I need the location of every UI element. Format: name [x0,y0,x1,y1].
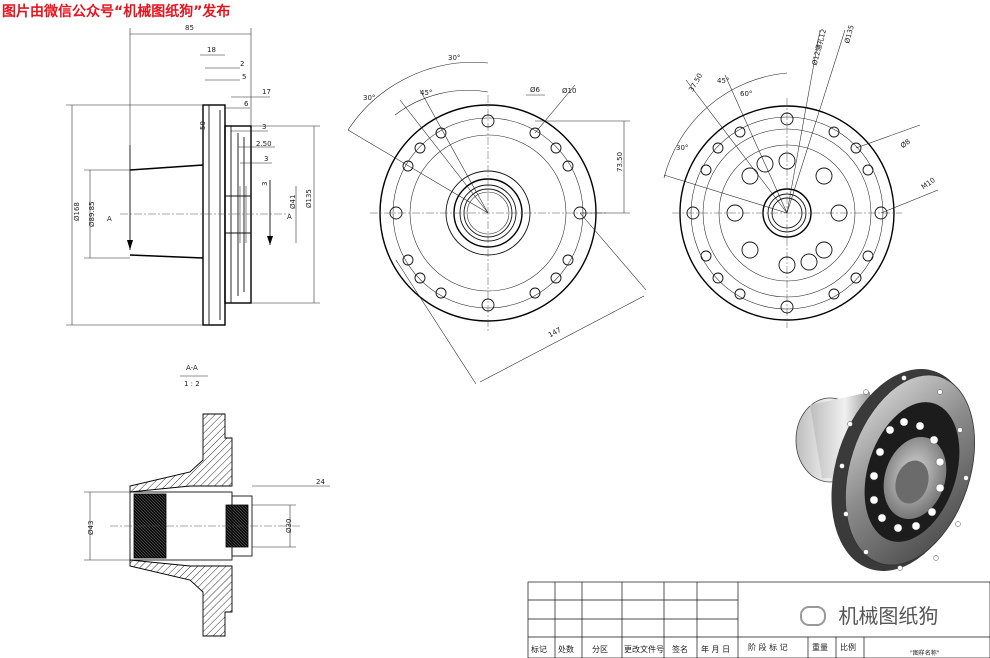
title-block: 标记 处数 分区 更改文件号 签名 年 月 日 阶 段 标 记 重量 比例 "图… [527,581,990,658]
watermark-text: 机械图纸狗 [838,604,939,628]
rear-angle-30: 30° [676,144,688,152]
front-angle-30b: 30° [363,94,375,102]
dim-phi41: Ø41 [289,195,297,209]
section-title: A-A [186,364,198,372]
part-3d-render [795,369,976,571]
rear-bolt-holes [686,112,888,314]
dim-phi89-85: Ø89.85 [88,201,96,227]
wechat-icon [800,606,826,626]
dim-3a: 3 [262,123,266,131]
dim-6: 6 [244,100,249,108]
dim-85: 85 [185,24,194,32]
front-dim-147: 147 [547,326,563,339]
rear-angle-45: 45° [717,77,729,85]
rear-dim-phi12: Ø12通孔12 [810,28,828,66]
dim-3b: 3 [264,155,268,163]
tb-label-zone: 分区 [592,645,608,654]
tb-drawing-name: "图样名称" [910,649,940,657]
rear-dim-37-50: 37.50 [687,72,704,93]
dim-18: 18 [207,46,216,54]
section-dim-phi30: Ø30 [285,519,293,533]
tb-label-mark: 标记 [531,644,547,654]
tb-label-weight: 重量 [812,642,828,652]
dim-50: 50 [199,121,207,130]
rear-angle-60: 60° [740,90,752,98]
section-mark-a-right: A [287,213,292,221]
rear-dim-m10: M10 [920,176,937,191]
rear-inner-holes [726,152,848,274]
section-dim-phi43: Ø43 [87,521,95,535]
front-angle-30a: 30° [448,54,460,62]
section-dim-24: 24 [316,478,325,486]
dim-5: 5 [242,73,246,81]
publisher-banner: 图片由微信公众号“机械图纸狗”发布 [2,4,231,20]
dim-phi168: Ø168 [73,202,81,221]
front-angle-45: 45° [420,89,432,97]
side-view: A A 85 18 2 5 17 6 50 3 2.50 3 3 Ø168 Ø8… [66,24,320,326]
dim-2-50: 2.50 [256,140,272,148]
front-dim-73-50: 73.50 [616,152,624,172]
dim-3c: 3 [261,182,269,186]
tb-label-date: 年 月 日 [701,644,730,654]
tb-label-scale: 比例 [840,642,856,652]
rear-dim-phi135: Ø135 [843,24,856,44]
rear-view: 30° 60° 45° 37.50 Ø12通孔12 Ø135 Ø8 M10 [663,24,939,328]
section-mark-a-left: A [107,215,112,223]
tb-label-stage: 阶 段 标 记 [748,642,788,652]
dim-phi135: Ø135 [305,189,313,208]
tb-label-signature: 签名 [672,644,688,654]
tb-label-change-doc: 更改文件号 [624,644,664,654]
front-view: 30° 30° 45° Ø6 Ø10 73.50 147 [347,54,647,385]
front-dim-phi10: Ø10 [562,87,576,95]
front-dim-phi6: Ø6 [530,86,541,94]
section-scale: 1 : 2 [184,380,200,388]
tb-label-count: 处数 [558,644,574,654]
watermark: 机械图纸狗 [800,600,938,630]
dim-2: 2 [240,60,244,68]
rear-dim-phi8: Ø8 [899,138,912,150]
dim-17: 17 [262,88,271,96]
section-view: A-A 1 : 2 Ø43 Ø30 24 [84,364,330,637]
